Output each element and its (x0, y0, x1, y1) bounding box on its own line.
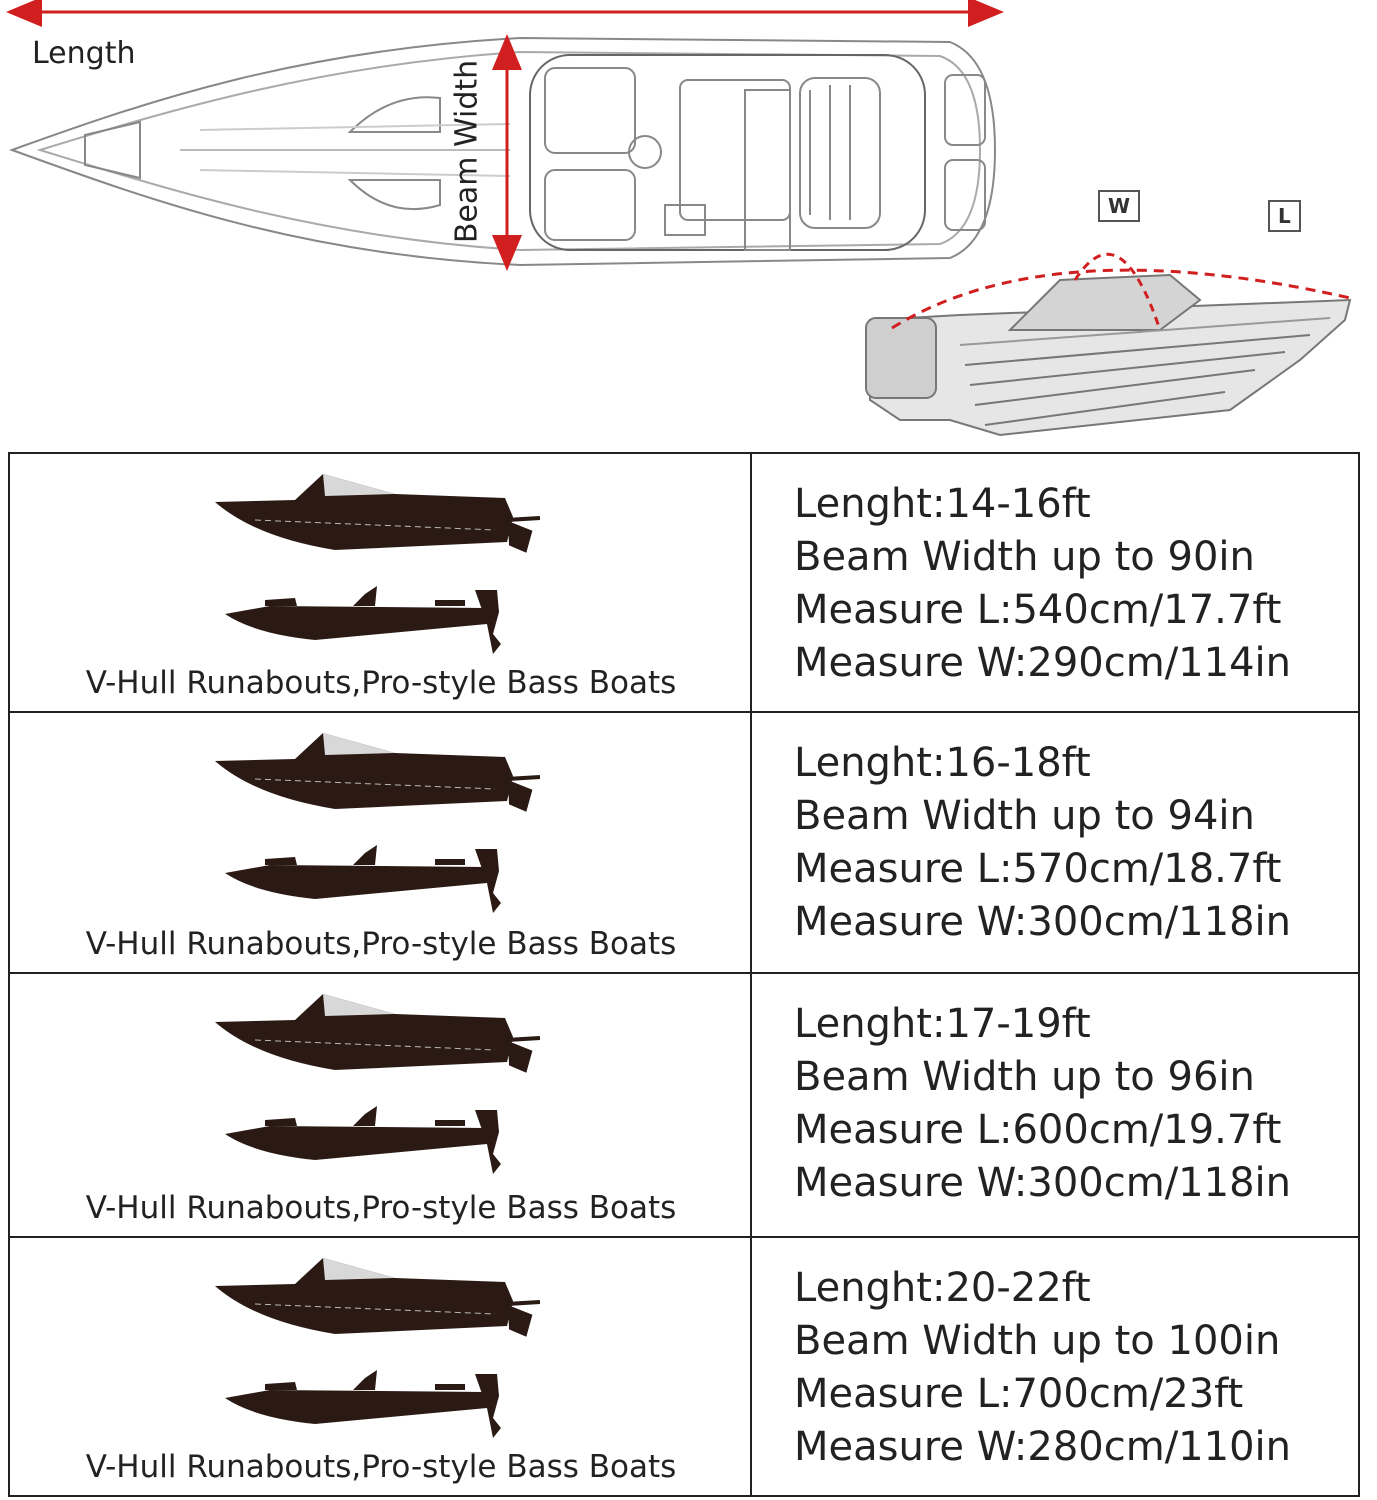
size-row: V-Hull Runabouts,Pro-style Bass Boats Le… (10, 711, 1358, 972)
bass-boat-icon (225, 845, 501, 913)
side-view-boat (865, 273, 1352, 437)
bass-boat-icon (225, 1370, 501, 1438)
spec-cell: Lenght:20-22ft Beam Width up to 100in Me… (752, 1238, 1358, 1495)
beam-spec: Beam Width up to 90in (794, 534, 1255, 580)
l-tag: L (1268, 200, 1301, 232)
spec-list: Lenght:17-19ft Beam Width up to 96in Mea… (794, 998, 1291, 1210)
beam-spec: Beam Width up to 94in (794, 793, 1255, 839)
boat-measurement-diagram: Length Beam Width W L (0, 0, 1377, 445)
measure-l-spec: Measure L:570cm/18.7ft (794, 846, 1282, 892)
length-spec: Lenght:16-18ft (794, 740, 1091, 786)
boat-diagram-svg (6, 0, 1352, 437)
boat-type-cell: V-Hull Runabouts,Pro-style Bass Boats (10, 1238, 752, 1495)
top-view-boat (9, 36, 997, 267)
measure-w-spec: Measure W:280cm/110in (794, 1424, 1291, 1470)
boat-type-cell: V-Hull Runabouts,Pro-style Bass Boats (10, 454, 752, 711)
measure-w-spec: Measure W:290cm/114in (794, 640, 1291, 686)
boat-type-caption: V-Hull Runabouts,Pro-style Bass Boats (85, 926, 677, 962)
spec-cell: Lenght:16-18ft Beam Width up to 94in Mea… (752, 713, 1358, 972)
beam-spec: Beam Width up to 96in (794, 1054, 1255, 1100)
length-spec: Lenght:17-19ft (794, 1001, 1091, 1047)
spec-list: Lenght:16-18ft Beam Width up to 94in Mea… (794, 737, 1291, 949)
boat-type-cell: V-Hull Runabouts,Pro-style Bass Boats (10, 974, 752, 1236)
width-dashed-arc (1073, 252, 1162, 331)
w-tag: W (1098, 190, 1141, 222)
size-row: V-Hull Runabouts,Pro-style Bass Boats Le… (10, 972, 1358, 1236)
size-table: V-Hull Runabouts,Pro-style Bass Boats Le… (8, 452, 1360, 1497)
length-label: Length (32, 36, 136, 71)
measure-l-spec: Measure L:700cm/23ft (794, 1371, 1244, 1417)
length-dashed-arc (891, 268, 1351, 330)
measure-l-spec: Measure L:600cm/19.7ft (794, 1107, 1282, 1153)
runabout-boat-icon (215, 1258, 541, 1337)
size-row: V-Hull Runabouts,Pro-style Bass Boats Le… (10, 1236, 1358, 1495)
measure-w-spec: Measure W:300cm/118in (794, 899, 1291, 945)
spec-list: Lenght:20-22ft Beam Width up to 100in Me… (794, 1262, 1291, 1474)
beam-spec: Beam Width up to 100in (794, 1318, 1281, 1364)
size-row: V-Hull Runabouts,Pro-style Bass Boats Le… (10, 454, 1358, 711)
runabout-boat-icon (215, 474, 541, 553)
runabout-boat-icon (215, 994, 541, 1073)
boat-type-caption: V-Hull Runabouts,Pro-style Bass Boats (85, 1449, 677, 1485)
length-spec: Lenght:14-16ft (794, 481, 1091, 527)
runabout-boat-icon (215, 733, 541, 812)
spec-cell: Lenght:14-16ft Beam Width up to 90in Mea… (752, 454, 1358, 711)
length-spec: Lenght:20-22ft (794, 1265, 1091, 1311)
bass-boat-icon (225, 1106, 501, 1174)
spec-list: Lenght:14-16ft Beam Width up to 90in Mea… (794, 478, 1291, 690)
measure-w-spec: Measure W:300cm/118in (794, 1160, 1291, 1206)
spec-cell: Lenght:17-19ft Beam Width up to 96in Mea… (752, 974, 1358, 1236)
boat-type-cell: V-Hull Runabouts,Pro-style Bass Boats (10, 713, 752, 972)
boat-type-caption: V-Hull Runabouts,Pro-style Bass Boats (85, 665, 677, 701)
boat-type-caption: V-Hull Runabouts,Pro-style Bass Boats (85, 1190, 677, 1226)
bass-boat-icon (225, 586, 501, 654)
measure-l-spec: Measure L:540cm/17.7ft (794, 587, 1282, 633)
beam-width-label: Beam Width (449, 59, 485, 244)
